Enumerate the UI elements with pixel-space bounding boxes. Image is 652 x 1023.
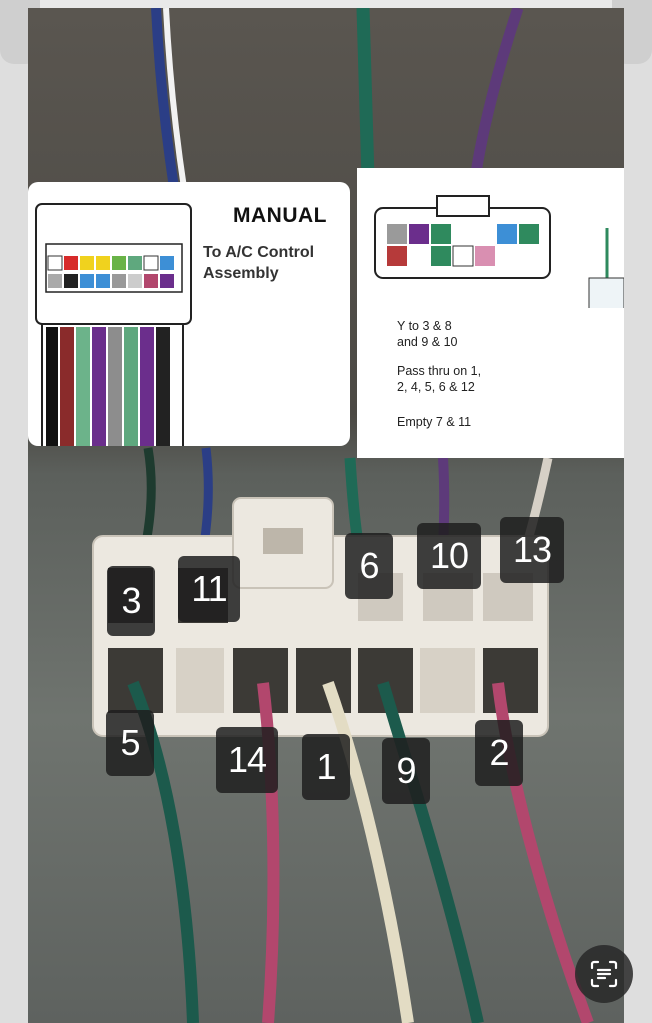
text-scan-icon <box>590 960 618 988</box>
pin-tag-13: 13 <box>500 517 564 583</box>
connector-diagram <box>35 203 192 446</box>
pin-tag-14: 14 <box>216 727 278 793</box>
note-pass-thru: Pass thru on 1, 2, 4, 5, 6 & 12 <box>397 364 482 394</box>
connector-diagram-right <box>374 195 624 308</box>
manual-diagram-card: MANUAL To A/C Control Assembly <box>28 182 350 446</box>
manual-subtitle: To A/C Control Assembly <box>203 244 315 282</box>
left-edge <box>0 0 28 1023</box>
right-edge <box>624 0 652 1023</box>
pin-tag-3: 3 <box>107 566 155 636</box>
pin-tag-5: 5 <box>106 710 154 776</box>
pin-tag-10: 10 <box>417 523 481 589</box>
manual-title: MANUAL <box>233 204 327 227</box>
photo-illustration <box>92 8 594 1023</box>
connector-photo <box>28 8 624 1023</box>
note-y-connections: Y to 3 & 8 and 9 & 10 <box>397 319 458 349</box>
pinout-notes-card: Y to 3 & 8 and 9 & 10 Pass thru on 1, 2,… <box>357 168 624 458</box>
text-scan-button[interactable] <box>575 945 633 1003</box>
pin-tag-2: 2 <box>475 720 523 786</box>
pin-tag-11: 11 <box>178 556 240 622</box>
pin-tag-9: 9 <box>382 738 430 804</box>
pin-tag-1: 1 <box>302 734 350 800</box>
note-empty: Empty 7 & 11 <box>397 415 472 429</box>
pin-tag-6: 6 <box>345 533 393 599</box>
